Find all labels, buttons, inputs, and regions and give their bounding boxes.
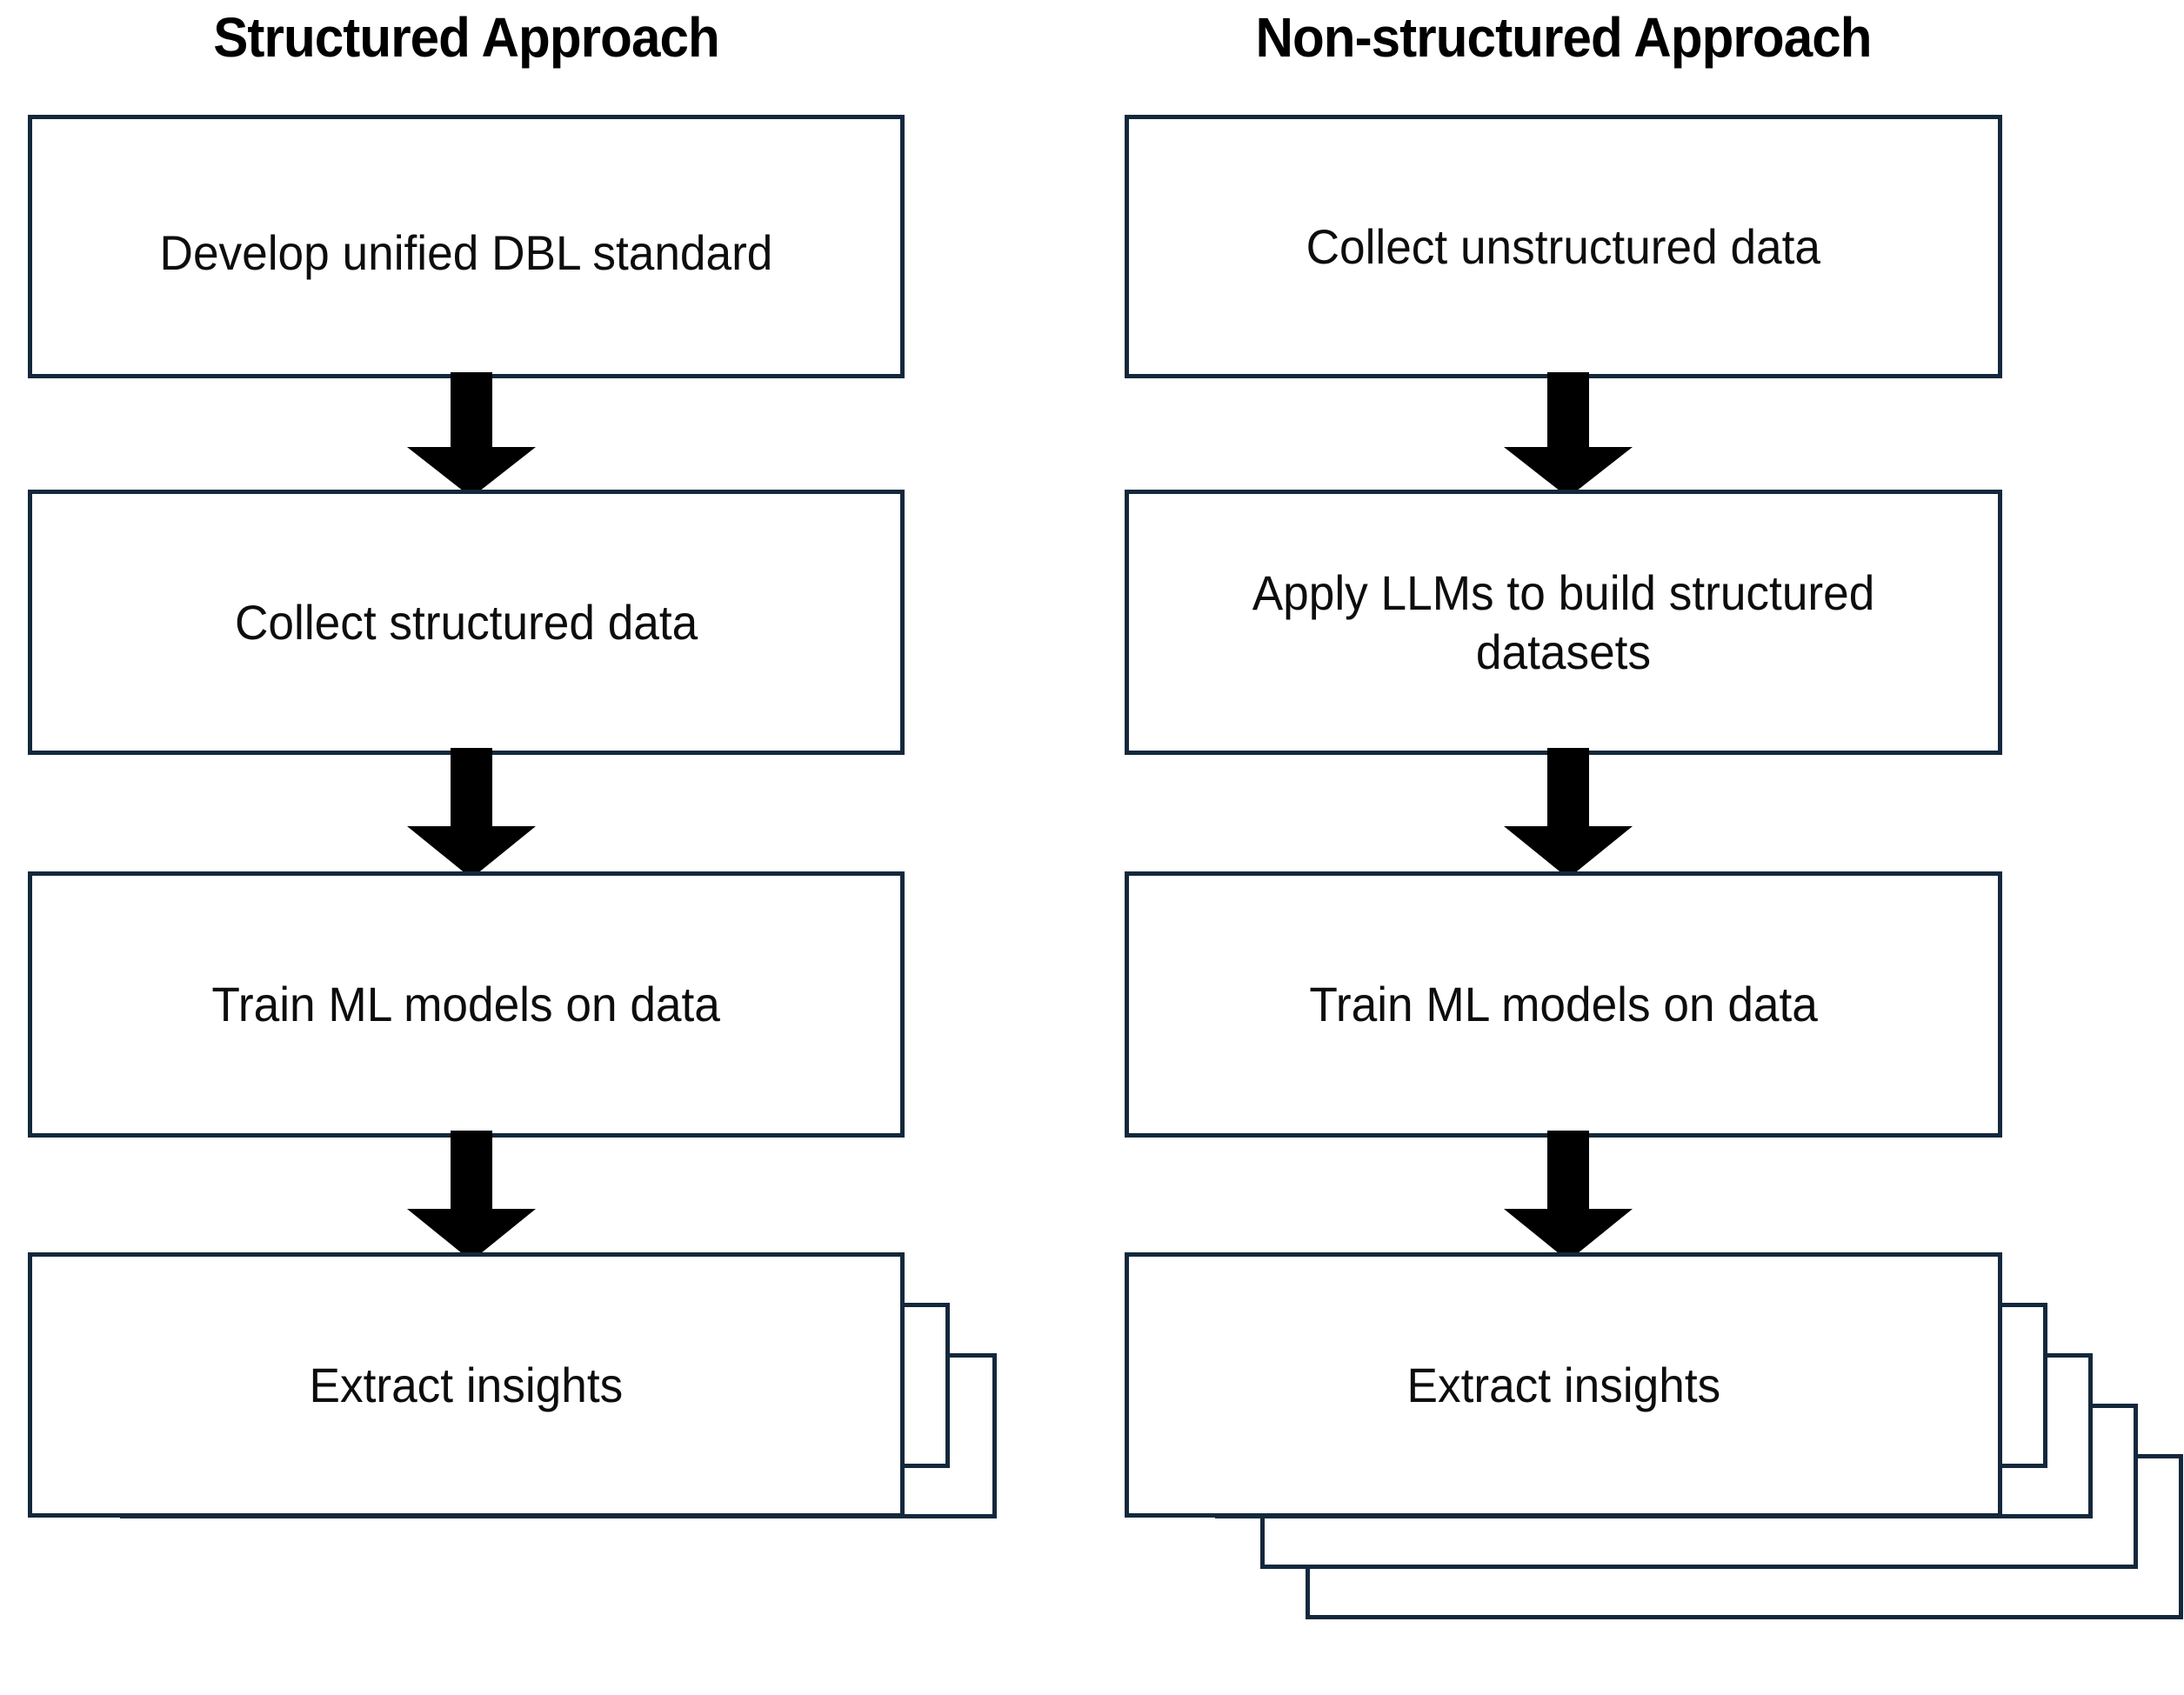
stacked-box-front[interactable]: Extract insights <box>1125 1252 2002 1518</box>
process-box-label: Collect unstructured data <box>1306 218 1821 274</box>
process-box-structured-1[interactable]: Develop unified DBL standard <box>28 115 905 378</box>
stacked-box-non-structured-4[interactable]: Extract insights <box>1125 1252 2184 1687</box>
column-header-structured: Structured Approach <box>213 6 720 69</box>
stacked-box-front[interactable]: Extract insights <box>28 1252 905 1518</box>
process-box-non-structured-1[interactable]: Collect unstructured data <box>1125 115 2002 378</box>
process-box-label: Develop unified DBL standard <box>159 225 773 280</box>
down-arrow-structured-1 <box>407 372 536 497</box>
stacked-box-structured-4[interactable]: Extract insights <box>28 1252 1002 1565</box>
down-arrow-non-structured-2 <box>1504 748 1633 878</box>
process-box-structured-2[interactable]: Collect structured data <box>28 490 905 755</box>
process-box-label: Extract insights <box>309 1357 624 1412</box>
down-arrow-non-structured-1 <box>1504 372 1633 497</box>
down-arrow-non-structured-3 <box>1504 1131 1633 1261</box>
process-box-label: Extract insights <box>1406 1357 1720 1412</box>
process-box-structured-3[interactable]: Train ML models on data <box>28 871 905 1138</box>
process-box-label: Collect structured data <box>234 594 698 650</box>
process-box-label: Train ML models on data <box>211 977 721 1031</box>
down-arrow-structured-3 <box>407 1131 536 1261</box>
process-box-label: Apply LLMs to build structured datasets <box>1252 564 1875 679</box>
column-header-non-structured: Non-structured Approach <box>1255 6 1872 69</box>
process-box-label: Train ML models on data <box>1309 977 1818 1031</box>
process-box-non-structured-2[interactable]: Apply LLMs to build structured datasets <box>1125 490 2002 755</box>
down-arrow-structured-2 <box>407 748 536 878</box>
process-box-non-structured-3[interactable]: Train ML models on data <box>1125 871 2002 1138</box>
